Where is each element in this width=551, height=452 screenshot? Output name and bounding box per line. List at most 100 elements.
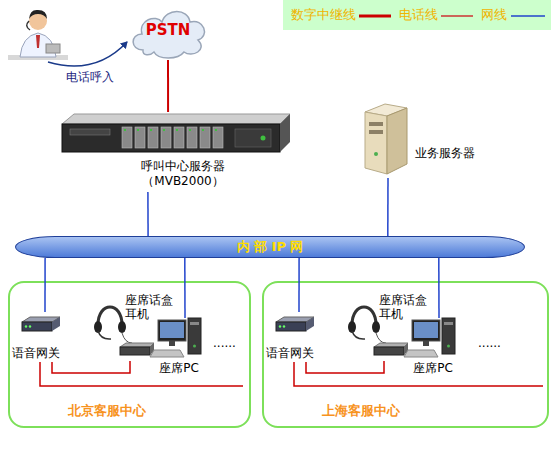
phone-box-top <box>374 343 408 347</box>
legend-line <box>441 15 473 17</box>
screen <box>160 322 184 338</box>
call-arrow <box>48 42 127 66</box>
drive-bay <box>148 127 158 148</box>
server-label: 业务服务器 <box>415 146 479 161</box>
legend-line-sample <box>511 13 545 19</box>
drive-bay <box>187 127 197 148</box>
seat-pc-image <box>148 318 210 362</box>
front-panel <box>235 129 271 147</box>
status-led <box>283 325 285 327</box>
pc-node: 座席PC <box>148 318 210 376</box>
drive-slot <box>369 130 383 134</box>
shape-part <box>62 114 290 124</box>
shape-part <box>52 317 60 331</box>
optical-drive <box>70 129 110 135</box>
caller-phone <box>46 44 60 53</box>
network-cable <box>298 258 300 312</box>
phone-box-top <box>120 343 154 347</box>
legend-box: 数字中继线电话线网线 <box>283 0 551 30</box>
headset-band <box>98 307 122 325</box>
status-led <box>279 325 281 327</box>
legend-text: 网线 <box>481 7 507 23</box>
screen <box>414 322 438 338</box>
drive-bay <box>200 127 210 148</box>
gateway-label: 语音网关 <box>264 346 316 361</box>
phone-line <box>306 361 384 373</box>
shape-part <box>62 124 280 152</box>
seat-phone-label: 座席话盒 耳机 <box>125 293 175 321</box>
keyboard <box>150 350 184 357</box>
drive-bay <box>135 127 145 148</box>
drive-led <box>124 129 126 131</box>
network-cable <box>438 258 440 318</box>
network-label: 内 部 IP 网 <box>16 239 524 255</box>
pc-node: 座席PC <box>402 318 464 376</box>
seat-phone-label: 座席话盒 耳机 <box>379 293 429 321</box>
headset-cord <box>376 333 386 343</box>
phone-box-front <box>374 347 404 355</box>
shape-part <box>387 108 407 174</box>
center-title: 上海客服中心 <box>322 403 400 419</box>
drive-bay <box>174 127 184 148</box>
drive-led <box>176 129 178 131</box>
voice-gateway-image <box>10 312 62 342</box>
headset-cord <box>122 333 132 343</box>
tower-node: 业务服务器 <box>355 100 480 178</box>
caller-person <box>8 10 68 60</box>
shape-part <box>365 112 387 174</box>
pc-label: 座席PC <box>148 361 210 376</box>
network-cable <box>387 178 389 236</box>
monitor <box>158 320 186 341</box>
legend-line <box>511 15 545 17</box>
shape-part <box>22 322 52 331</box>
power-led <box>447 345 450 348</box>
legend-line-sample <box>359 13 391 19</box>
monitor-stand <box>169 341 175 346</box>
drive-led <box>163 129 165 131</box>
status-led <box>29 325 31 327</box>
gateway-node: 语音网关 <box>264 312 316 362</box>
drive-led <box>215 129 217 131</box>
shape-part <box>280 114 290 152</box>
seat-pc-image <box>402 318 464 362</box>
keyboard <box>404 350 438 357</box>
power-led <box>374 152 378 156</box>
power-led <box>193 345 196 348</box>
drive-led <box>150 129 152 131</box>
mic-boom <box>98 331 111 339</box>
caller-hair <box>29 10 47 19</box>
drive-led <box>189 129 191 131</box>
band-node: 内 部 IP 网 <box>15 236 525 258</box>
drive-bay <box>122 127 132 148</box>
drive-led <box>202 129 204 131</box>
ear-cup <box>118 321 126 333</box>
server-label: 呼叫中心服务器 （MVB2000） <box>133 159 233 189</box>
phone-line <box>52 361 130 373</box>
shape-part <box>276 322 306 331</box>
monitor <box>412 320 440 341</box>
pc-tower <box>188 318 201 354</box>
pc-label: 座席PC <box>402 361 464 376</box>
more-seats-dots: ...... <box>213 336 236 351</box>
phone-line <box>167 60 169 112</box>
tower-drive <box>190 322 199 325</box>
cloud-node: PSTN <box>128 4 208 60</box>
shape-part <box>306 317 314 331</box>
network-cable <box>184 258 186 318</box>
network-cable <box>147 192 149 236</box>
monitor-stand <box>423 341 429 346</box>
drive-led <box>137 129 139 131</box>
cloud-label: PSTN <box>128 21 208 39</box>
drive-bay <box>213 127 223 148</box>
center-node: 北京客服中心语音网关座席话盒 耳机座席PC <box>8 281 251 428</box>
legend-text: 数字中继线 <box>291 7 356 23</box>
call-label: 电话呼入 <box>66 70 114 85</box>
drive-slot <box>369 122 383 126</box>
status-led <box>25 325 27 327</box>
server-node: 呼叫中心服务器 （MVB2000） <box>60 112 292 192</box>
power-led <box>261 136 266 141</box>
center-node: 上海客服中心 语音网关 座席话盒 耳机座席PC <box>262 281 549 428</box>
